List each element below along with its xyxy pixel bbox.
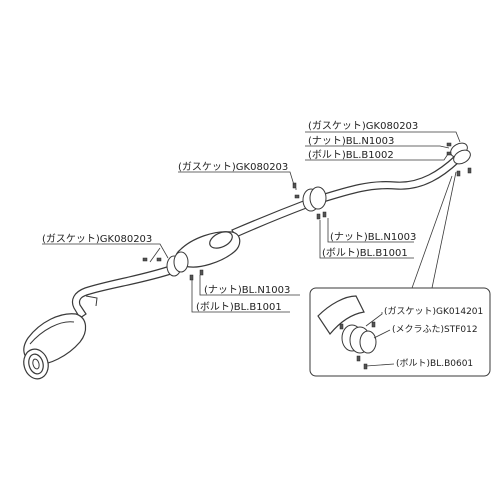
hanger-bracket — [85, 295, 98, 307]
hardware-front — [446, 142, 472, 177]
label-top-nut: (ナット)BL.N1003 — [308, 135, 394, 147]
rear-pipe — [71, 265, 175, 319]
part-labels: (ガスケット)GK080203 (ナット)BL.N1003 (ボルト)BL.B1… — [42, 120, 418, 313]
exhaust-system — [23, 142, 472, 380]
leader-lines — [42, 131, 461, 313]
label-top-gasket: (ガスケット)GK080203 — [308, 120, 418, 132]
label-top-bolt: (ボルト)BL.B1002 — [308, 149, 394, 161]
label-mid-nut: (ナット)BL.N1003 — [330, 231, 416, 243]
inset-detail: (ガスケット)GK014201 (メクラふた)STF012 (ボルト)BL.B0… — [309, 287, 491, 377]
hardware-rear — [142, 257, 204, 281]
label-inset-bolt: (ボルト)BL.B0601 — [396, 358, 473, 369]
front-pipe — [317, 155, 460, 204]
label-mid-bolt: (ボルト)BL.B1001 — [322, 247, 408, 259]
rear-muffler — [23, 313, 87, 380]
center-pipe — [231, 199, 310, 238]
label-inset-gasket: (ガスケット)GK014201 — [384, 306, 483, 317]
flange-middle — [302, 186, 327, 212]
label-low-bolt: (ボルト)BL.B1001 — [196, 301, 282, 313]
hardware-middle — [292, 182, 327, 220]
label-mid-gasket: (ガスケット)GK080203 — [178, 161, 288, 173]
label-low-nut: (ナット)BL.N1003 — [204, 284, 290, 296]
flange-rear — [166, 251, 189, 277]
label-left-gasket: (ガスケット)GK080203 — [42, 233, 152, 245]
label-inset-cap: (メクラふた)STF012 — [392, 324, 478, 335]
